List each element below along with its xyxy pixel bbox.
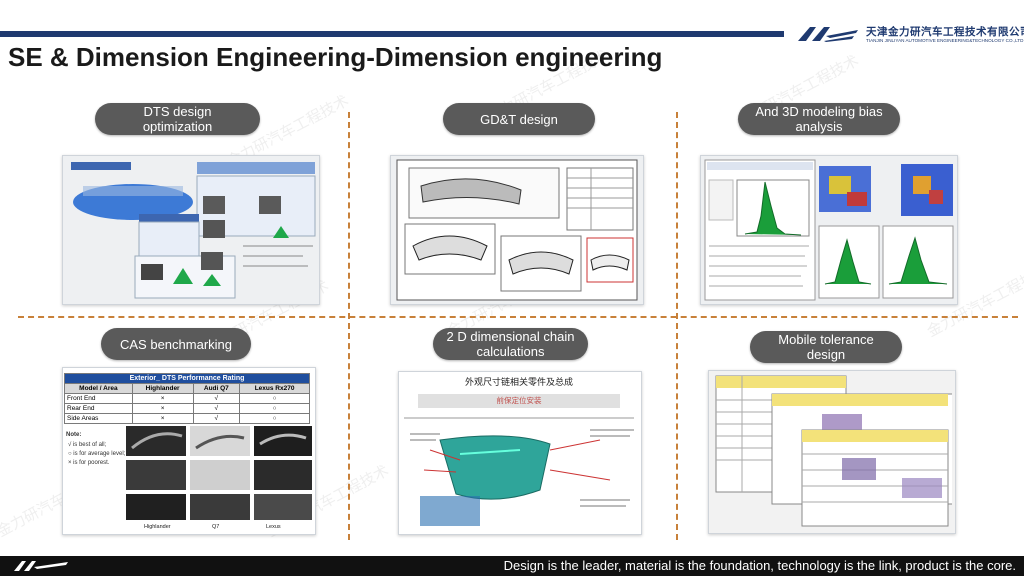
cas-car-photos [126,426,312,520]
gdt-drawing-image [396,159,638,301]
cas-table-cell: × [131,413,194,424]
bias-analysis-image [704,159,954,301]
dts-screenshot-panel [62,155,320,305]
header-accent-bar [0,31,784,37]
footer-logo-icon [14,561,68,571]
divider-vertical-right [676,112,678,540]
divider-vertical-left [348,112,350,540]
table-row: Front End × √ ○ [64,393,310,404]
cas-table-col: Audi Q7 [192,383,241,394]
cas-caption-q7: Q7 [212,524,220,530]
footer-bar [0,556,1024,576]
company-logo: 天津金力研汽车工程技术有限公司 TIANJIN JINLIYAN AUTOMOT… [796,22,1024,48]
gdt-design-label: GD&T design [443,103,595,135]
cas-table-cell: √ [192,393,241,404]
dts-design-label: DTS design optimization [95,103,260,135]
bias-analysis-label: And 3D modeling bias analysis [738,103,900,135]
cas-table-area: Front End [64,393,133,404]
dimensional-chain-diagram [404,417,634,526]
cas-benchmarking-label: CAS benchmarking [101,328,251,360]
table-row: Rear End × √ ○ [64,403,310,414]
divider-horizontal [18,316,1018,318]
cas-table-cell: ○ [239,393,310,404]
cas-table-cell: ○ [239,413,310,424]
dts-diagram-image [71,162,316,299]
jly-logo-icon [798,27,858,42]
cas-table-cell: √ [192,413,241,424]
cas-performance-table: Exterior_ DTS Performance Rating Model /… [64,373,310,424]
company-name-cn: 天津金力研汽车工程技术有限公司 [866,26,1024,38]
mobile-tolerance-label: Mobile tolerance design [750,331,902,363]
cas-note-title: Note: [66,432,82,438]
cas-note-1: √ is best of all; [68,442,107,448]
tolerance-sheets-image [715,375,952,527]
cas-table-area: Side Areas [64,413,133,424]
cas-caption-highlander: Highlander [144,524,171,530]
bias-analysis-panel [700,155,958,305]
cas-table-title: Exterior_ DTS Performance Rating [64,373,310,384]
gdt-drawing-panel [390,155,644,305]
chain-title: 外观尺寸链相关零件及总成 [464,377,573,387]
cas-table-cell: √ [192,403,241,414]
cas-table-col: Lexus Rx270 [239,383,310,394]
cas-table-col: Highlander [131,383,194,394]
cas-note-2: ○ is for average level; [68,451,126,457]
cas-caption-lexus: Lexus [266,524,281,530]
company-name-en: TIANJIN JINLIYAN AUTOMOTIVE ENGINEERING&… [866,38,1024,43]
cas-table-cell: ○ [239,403,310,414]
page-title: SE & Dimension Engineering-Dimension eng… [8,42,663,72]
footer-slogan: Design is the leader, material is the fo… [503,558,1016,573]
table-row: Side Areas × √ ○ [64,413,310,424]
cas-note-3: × is for poorest. [68,460,110,466]
cas-table-corner: Model / Area [64,383,133,394]
cas-table-cell: × [131,393,194,404]
cas-table-cell: × [131,403,194,414]
cas-table-area: Rear End [64,403,133,414]
chain-subtitle-band: 前保定位安装 [418,394,620,408]
dimensional-chain-label: 2 D dimensional chain calculations [433,328,588,360]
